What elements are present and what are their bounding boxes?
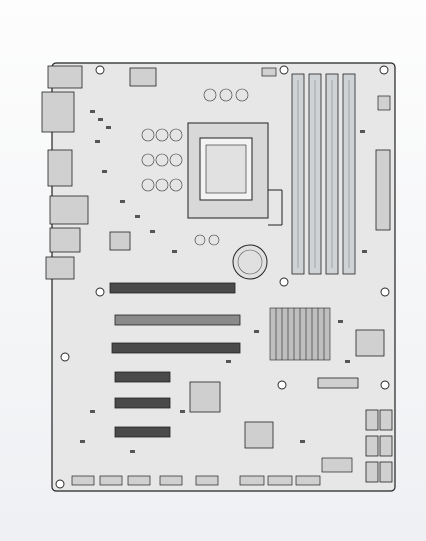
smd-components xyxy=(80,110,367,453)
sata-port-4 xyxy=(379,435,393,457)
rear-io-panel xyxy=(41,65,89,280)
sata-port-1 xyxy=(365,409,379,431)
sata-port-5 xyxy=(365,461,379,483)
cpu-socket xyxy=(187,122,283,226)
pcie-slot-5 xyxy=(114,397,171,409)
ps2-port xyxy=(47,65,83,89)
audio-jack-stack xyxy=(45,256,75,280)
usb3-header xyxy=(355,329,385,357)
sata-port-6 xyxy=(379,461,393,483)
sata-ports xyxy=(365,409,393,483)
vrm-capacitors xyxy=(141,88,249,246)
vga-port xyxy=(41,91,75,133)
pcie-slot-2 xyxy=(114,314,241,326)
chipset-heatsink xyxy=(269,307,331,361)
ic-debug-led xyxy=(377,95,391,111)
lan-chip xyxy=(109,231,131,251)
super-io-chip xyxy=(189,381,221,413)
pcie-slot-3 xyxy=(111,342,241,354)
fan-header xyxy=(261,67,277,77)
sata-port-3 xyxy=(365,435,379,457)
sata-port-2 xyxy=(379,409,393,431)
pcie-slots xyxy=(109,282,241,438)
mounting-holes xyxy=(55,65,390,489)
atx-power-connector xyxy=(375,149,391,231)
usb-stack-2 xyxy=(49,227,81,253)
pcie-slot-1 xyxy=(109,282,236,294)
usb-stack-1 xyxy=(47,149,73,187)
audio-codec-chip xyxy=(244,421,274,449)
bottom-headers xyxy=(71,457,353,486)
dimm-slots xyxy=(291,73,356,275)
m2-slot xyxy=(317,377,359,389)
pcie-slot-4 xyxy=(114,371,171,383)
pcie-slot-6 xyxy=(114,426,171,438)
lan-usb-stack xyxy=(49,195,89,225)
cpu-power-connector xyxy=(129,67,157,87)
